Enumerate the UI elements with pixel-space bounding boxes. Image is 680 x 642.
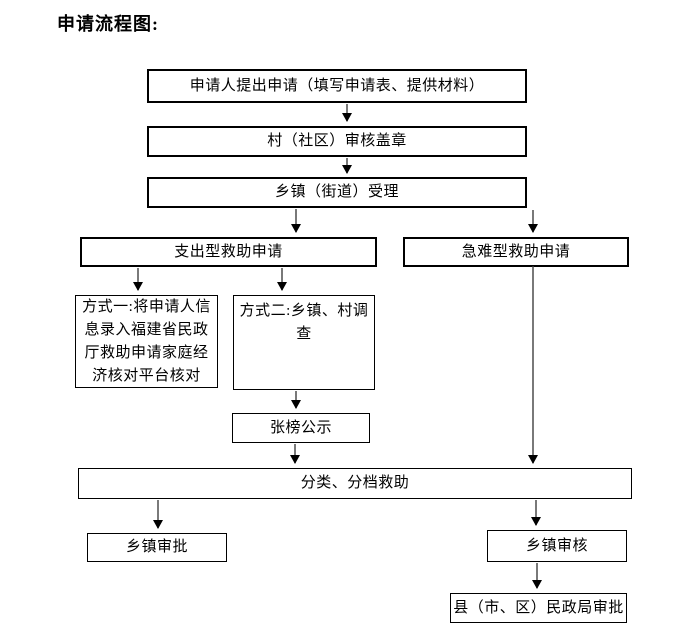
flow-node-county-approve: 县（市、区）民政局审批 — [450, 593, 627, 623]
flow-node-town-accept: 乡镇（街道）受理 — [147, 177, 527, 208]
flow-node-method2: 方式二:乡镇、村调 查 — [233, 295, 375, 390]
flow-node-method1-label: 方式一:将申请人信 息录入福建省民政 厅救助申请家庭经 济核对平台核对 — [82, 298, 211, 384]
flow-node-village: 村（社区）审核盖章 — [147, 126, 527, 157]
flow-node-county-approve-label: 县（市、区）民政局审批 — [453, 599, 624, 616]
flow-node-method2-label: 方式二:乡镇、村调 查 — [239, 303, 369, 342]
flow-node-classify-label: 分类、分档救助 — [300, 475, 410, 491]
flow-node-expense-type-label: 支出型救助申请 — [174, 243, 283, 260]
flow-node-method1: 方式一:将申请人信 息录入福建省民政 厅救助申请家庭经 济核对平台核对 — [75, 295, 218, 388]
flow-node-village-label: 村（社区）审核盖章 — [267, 133, 407, 149]
flow-node-town-accept-label: 乡镇（街道）受理 — [274, 184, 399, 200]
flow-node-apply: 申请人提出申请（填写申请表、提供材料） — [147, 69, 527, 103]
flow-node-town-review-label: 乡镇审核 — [525, 537, 588, 554]
flow-node-town-approve: 乡镇审批 — [87, 533, 227, 562]
page-title: 申请流程图: — [57, 14, 159, 34]
flow-node-urgent-type: 急难型救助申请 — [403, 237, 629, 267]
flow-node-urgent-type-label: 急难型救助申请 — [461, 243, 571, 260]
flow-node-town-approve-label: 乡镇审批 — [125, 539, 188, 555]
flow-node-classify: 分类、分档救助 — [78, 468, 632, 499]
flow-node-publicity: 张榜公示 — [232, 413, 370, 443]
flow-node-apply-label: 申请人提出申请（填写申请表、提供材料） — [189, 77, 485, 94]
flow-node-publicity-label: 张榜公示 — [269, 419, 332, 436]
flow-node-town-review: 乡镇审核 — [487, 530, 627, 562]
flow-node-expense-type: 支出型救助申请 — [80, 237, 377, 267]
